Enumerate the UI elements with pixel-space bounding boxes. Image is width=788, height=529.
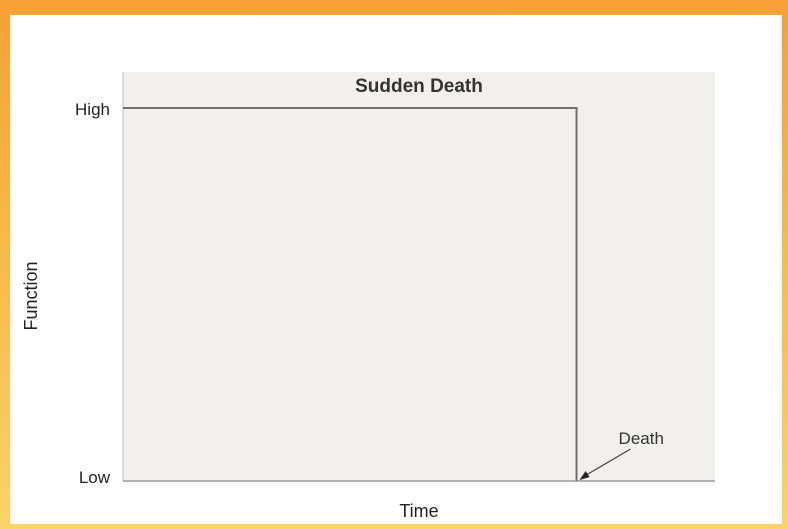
series-line-0 xyxy=(123,107,578,481)
y-axis-title: Function xyxy=(21,261,41,330)
y-tick-low: Low xyxy=(79,468,111,487)
annotation-arrowhead-0 xyxy=(579,471,590,480)
annotation-label-0: Death xyxy=(619,429,664,448)
chart-title: Sudden Death xyxy=(355,76,483,97)
plot-background xyxy=(123,72,715,481)
annotation-layer: Death xyxy=(579,429,664,480)
annotation-arrow-line-0 xyxy=(584,448,631,477)
x-axis-title: Time xyxy=(399,501,438,521)
y-tick-high: High xyxy=(75,100,110,119)
slide-frame: High Low Sudden Death Time Function Deat… xyxy=(10,15,782,524)
series-layer xyxy=(123,107,578,481)
chart: High Low Sudden Death Time Function Deat… xyxy=(21,72,715,521)
